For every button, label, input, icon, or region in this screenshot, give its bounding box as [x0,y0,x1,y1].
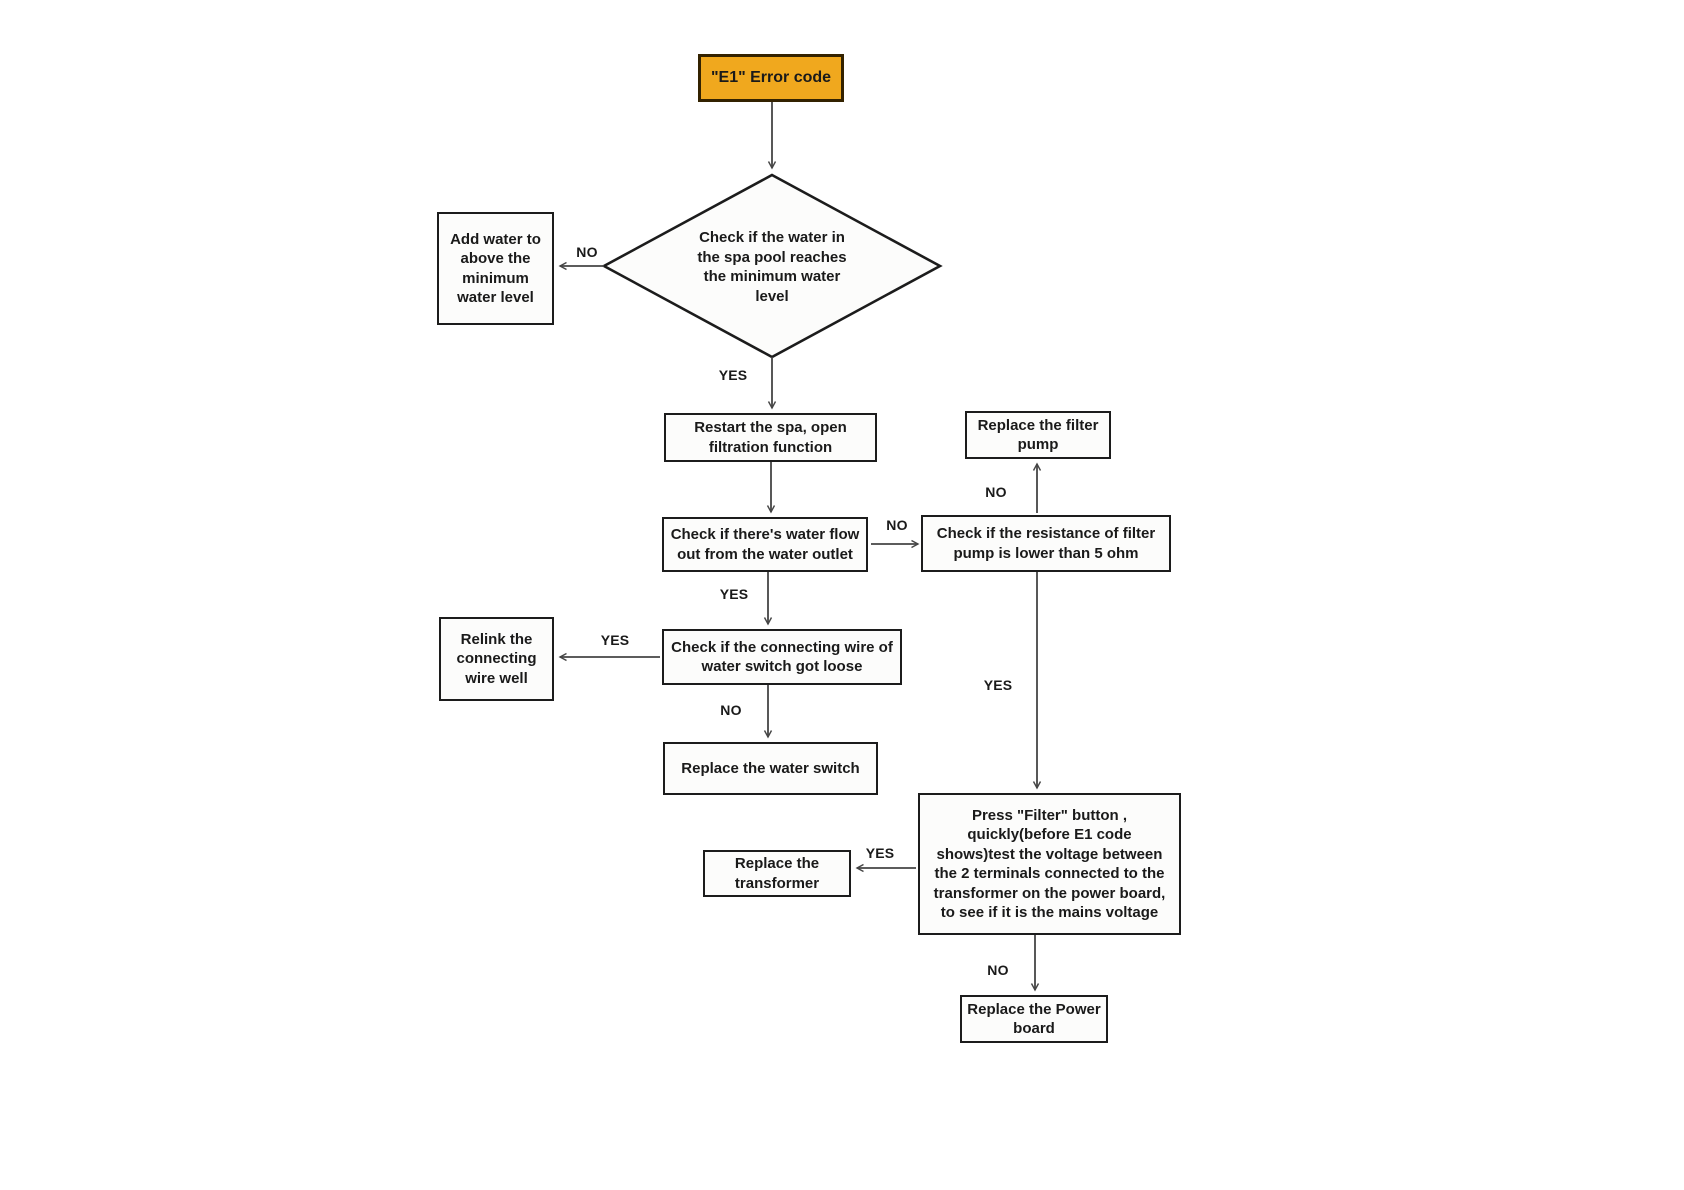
edge-label-yes-wire: YES [600,632,630,648]
edge-label-no-water-flow: NO [886,517,908,533]
process-add-water: Add water to above the minimum water lev… [437,212,554,325]
decision-check-water-level: Check if the water in the spa pool reach… [697,229,847,305]
process-replace-water-switch: Replace the water switch [663,742,878,795]
edge-label-yes-water-level: YES [718,367,748,383]
process-relink-wire: Relink the connecting wire well [439,617,554,701]
process-restart-spa: Restart the spa, open filtration functio… [664,413,877,462]
edge-label-no-water-level: NO [576,244,598,260]
edge-label-yes-water-flow: YES [719,586,749,602]
start-node-e1-error-code: "E1" Error code [698,54,844,102]
process-replace-filter-pump: Replace the filter pump [965,411,1111,459]
edge-label-yes-resistance: YES [983,677,1013,693]
process-replace-transformer: Replace the transformer [703,850,851,897]
process-press-filter-button-test-voltage: Press "Filter" button , quickly(before E… [918,793,1181,935]
process-replace-power-board: Replace the Power board [960,995,1108,1043]
process-check-resistance: Check if the resistance of filter pump i… [921,515,1171,572]
process-check-water-flow: Check if there's water flow out from the… [662,517,868,572]
edge-label-no-resistance: NO [985,484,1007,500]
edge-label-yes-voltage: YES [865,845,895,861]
edge-label-no-wire: NO [720,702,742,718]
edge-label-no-voltage: NO [987,962,1009,978]
process-check-connecting-wire: Check if the connecting wire of water sw… [662,629,902,685]
